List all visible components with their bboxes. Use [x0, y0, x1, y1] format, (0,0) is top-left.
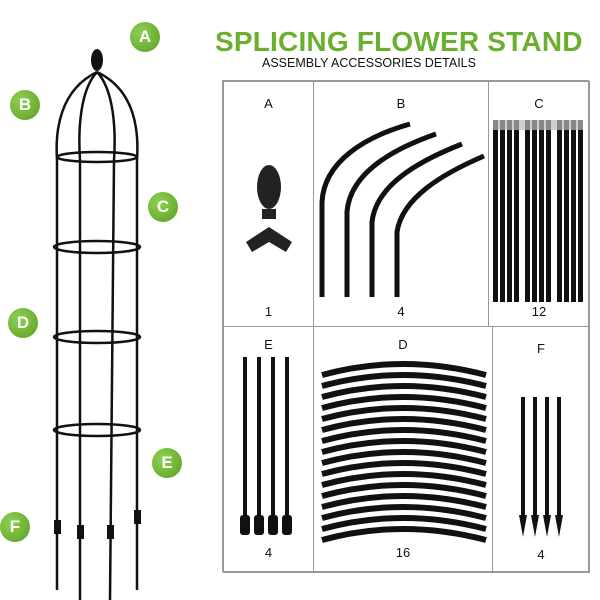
callout-b: B	[10, 90, 40, 120]
part-count: 1	[264, 304, 273, 319]
callout-d: D	[8, 308, 38, 338]
part-e-cell: E 4	[223, 326, 314, 573]
ring-segment	[321, 361, 487, 378]
part-label: F	[537, 341, 545, 356]
ring-segment	[321, 394, 487, 411]
ring-segment	[321, 372, 487, 389]
ring-segment	[321, 471, 487, 488]
ring-segment	[321, 383, 487, 400]
callout-e: E	[152, 448, 182, 478]
ring-segment	[321, 526, 487, 543]
part-count: 4	[264, 545, 273, 560]
ring-segment	[321, 449, 487, 466]
ground-stake-icons	[519, 397, 563, 537]
ring-segment	[321, 416, 487, 433]
part-count: 4	[397, 304, 405, 319]
ring-segment	[321, 515, 487, 532]
callout-c: C	[148, 192, 178, 222]
curved-rod-icons	[319, 121, 485, 297]
ring-segment-icons	[321, 361, 487, 543]
part-label: A	[264, 96, 273, 111]
title: SPLICING FLOWER STAND	[215, 26, 583, 57]
callout-f: F	[0, 512, 30, 542]
part-f-cell: F 4	[492, 326, 590, 573]
ring-segment	[321, 493, 487, 510]
ring-segment	[321, 504, 487, 521]
part-label: B	[396, 96, 406, 111]
callout-a: A	[130, 22, 160, 52]
straight-rod-icons	[493, 120, 583, 302]
part-a-cell: A 1	[223, 81, 314, 327]
part-c-cell: C 12	[488, 81, 590, 327]
bottom-rod-icons	[240, 357, 292, 535]
subtitle: ASSEMBLY ACCESSORIES DETAILS	[262, 56, 476, 70]
assembled-stand-illustration	[52, 49, 142, 600]
part-label: D	[398, 337, 408, 352]
parts-grid: A 1 B 4 C 12	[222, 80, 590, 573]
part-b-cell: B 4	[313, 81, 489, 327]
ring-segment	[321, 405, 487, 422]
ring-segment	[321, 460, 487, 477]
part-count: 16	[395, 545, 411, 560]
part-count: 4	[537, 547, 545, 562]
ring-segment	[321, 482, 487, 499]
part-count: 12	[531, 304, 547, 319]
part-label: C	[534, 96, 544, 111]
ring-segment	[321, 427, 487, 444]
part-label: E	[264, 337, 273, 352]
part-d-cell: D 16	[313, 326, 493, 573]
finial-connector-icon	[246, 165, 292, 252]
ring-segment	[321, 438, 487, 455]
